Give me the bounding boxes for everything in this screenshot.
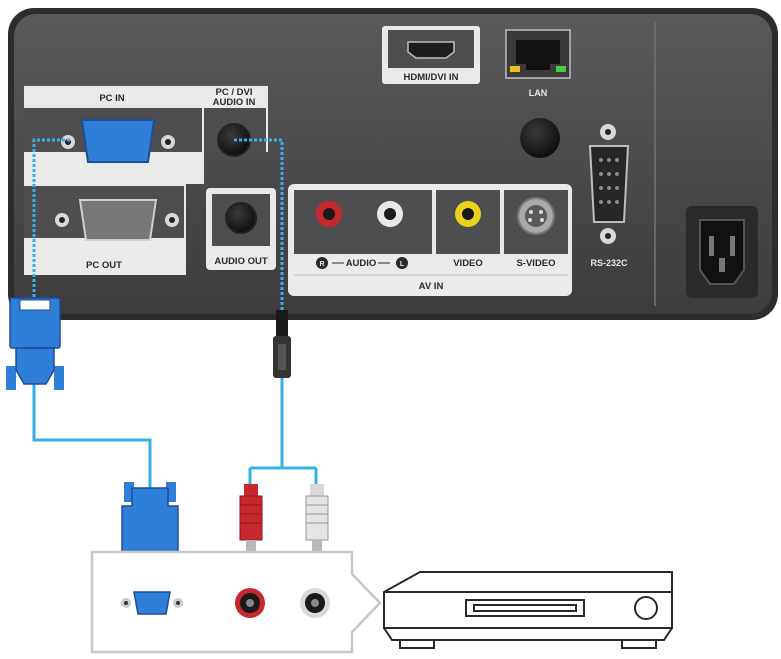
power-socket[interactable] bbox=[686, 206, 758, 298]
pc-out-vga-port[interactable] bbox=[55, 199, 179, 241]
label-audio-out: AUDIO OUT bbox=[214, 256, 268, 267]
audio-l-badge: L bbox=[400, 261, 405, 268]
ethernet-port-icon bbox=[516, 40, 560, 70]
audio-cable-dotted bbox=[234, 138, 284, 312]
projector-rear-panel: PC IN PC / DVI AUDIO IN PC OUT AUDIO OUT bbox=[8, 8, 778, 320]
audio-cable bbox=[248, 378, 318, 488]
vga-port-icon bbox=[80, 119, 156, 163]
audio-r-badge-icon bbox=[316, 257, 328, 269]
mini-jack-plug bbox=[273, 310, 291, 378]
vga-port-icon bbox=[78, 199, 158, 241]
video-jack[interactable] bbox=[455, 201, 481, 227]
audio-out-jack[interactable] bbox=[225, 202, 257, 234]
audio-r-badge: R bbox=[319, 261, 324, 268]
vga-port-icon bbox=[588, 145, 630, 223]
source-audio-r-jack bbox=[235, 588, 265, 618]
label-audio: AUDIO bbox=[346, 258, 377, 269]
lan-port[interactable] bbox=[505, 29, 571, 79]
label-lan: LAN bbox=[529, 88, 548, 98]
audio-r-jack[interactable] bbox=[316, 201, 342, 227]
vga-plug-top bbox=[6, 297, 64, 390]
label-rs232c: RS-232C bbox=[590, 258, 628, 268]
source-audio-l-jack bbox=[300, 588, 330, 618]
label-pc-dvi-line2: AUDIO IN bbox=[213, 97, 256, 108]
cable-paths bbox=[32, 138, 318, 488]
label-av-in: AV IN bbox=[419, 281, 444, 292]
label-hdmi-dvi-in: HDMI/DVI IN bbox=[404, 72, 459, 83]
audio-l-jack[interactable] bbox=[377, 201, 403, 227]
label-video: VIDEO bbox=[453, 258, 483, 269]
ir-sensor bbox=[520, 118, 560, 158]
label-pc-in: PC IN bbox=[99, 93, 124, 104]
vga-cable bbox=[32, 384, 152, 488]
power-socket-icon bbox=[699, 219, 745, 285]
vga-port-icon bbox=[133, 591, 171, 615]
s-video-jack[interactable] bbox=[517, 197, 555, 235]
hdmi-port-icon[interactable] bbox=[407, 41, 455, 59]
rca-plug-red bbox=[239, 484, 263, 560]
label-pc-out: PC OUT bbox=[86, 260, 122, 271]
vga-cable-dotted bbox=[32, 138, 70, 300]
rs232c-port[interactable] bbox=[588, 124, 630, 244]
rca-plug-white bbox=[305, 484, 329, 560]
source-vga-port bbox=[121, 591, 183, 615]
label-pc-dvi-line1: PC / DVI bbox=[216, 87, 253, 98]
audio-l-badge-icon bbox=[396, 257, 408, 269]
dvd-player-icon bbox=[383, 571, 673, 649]
label-s-video: S-VIDEO bbox=[516, 258, 555, 269]
